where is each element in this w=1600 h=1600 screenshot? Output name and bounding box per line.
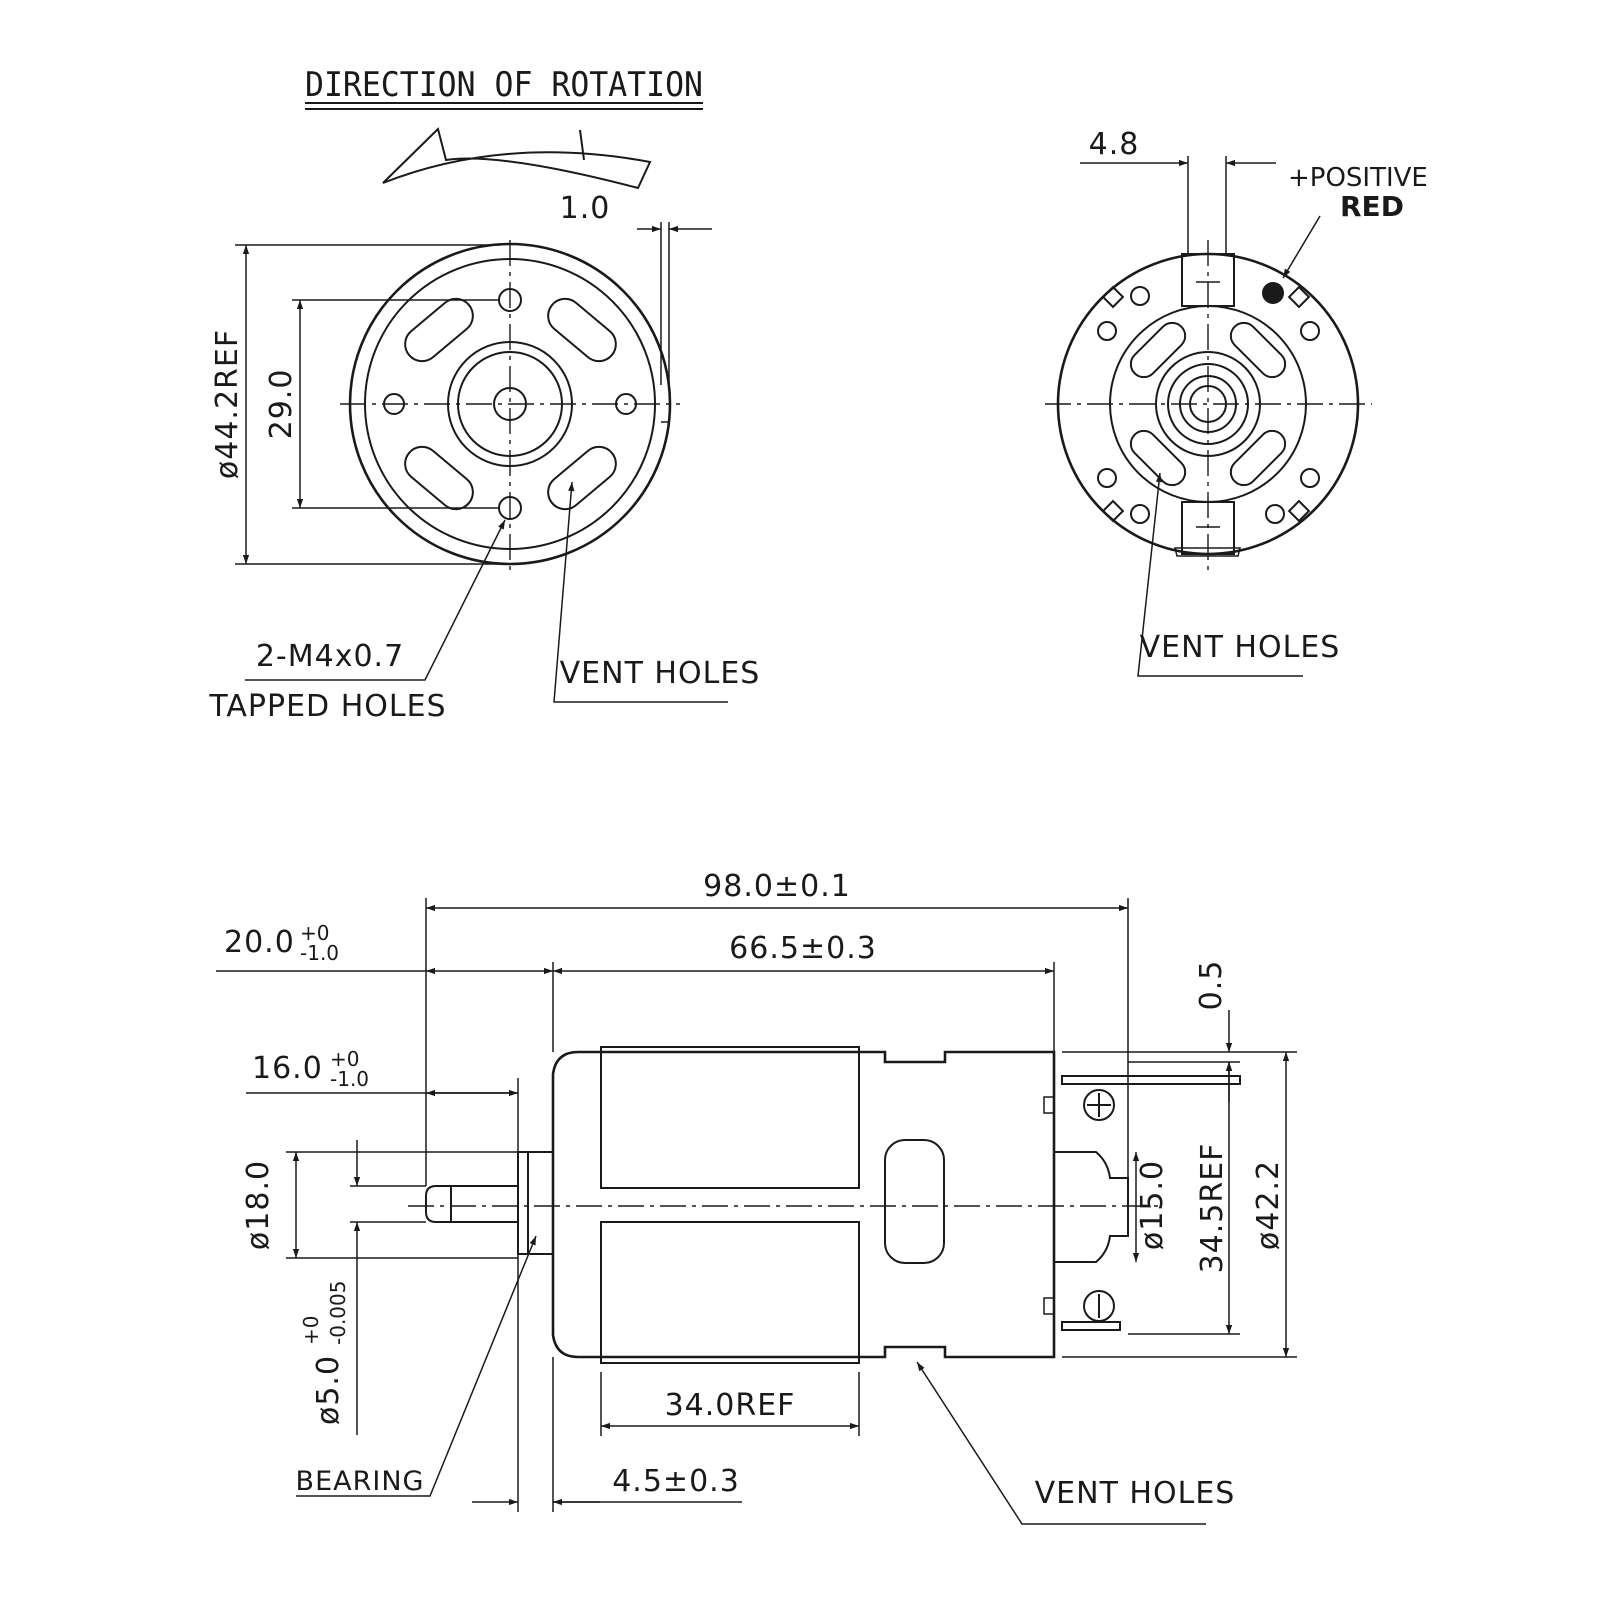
- dim-diameter-15: ø15.0: [1135, 1160, 1170, 1250]
- rear-terminals: [1181, 253, 1235, 555]
- front-vent-slots: [404, 297, 617, 511]
- dim-34-5-ref: 34.5REF: [1195, 1143, 1230, 1274]
- dim-16-tol-lower: -1.0: [330, 1067, 369, 1091]
- front-view: ø44.2REF 29.0 1.0 2-M4x0.7 TAPPED HOLES …: [208, 191, 761, 724]
- dim-34-ref: 34.0REF: [665, 1388, 796, 1423]
- rear-corner-notches: [1101, 285, 1311, 523]
- rear-vent-slots: [1129, 321, 1287, 487]
- dim-4-8: 4.8: [1089, 127, 1140, 162]
- positive-label: +POSITIVE: [1288, 163, 1428, 193]
- side-view: 98.0±0.1 20.0 +0 -1.0 66.5±0.3 16.0 +0 -…: [216, 869, 1297, 1525]
- dim-0-5: 0.5: [1194, 960, 1229, 1011]
- positive-terminal-symbol-icon: [1083, 1089, 1115, 1121]
- dim-shaft-diameter: ø5.0: [311, 1355, 346, 1425]
- dim-overall-length: 98.0±0.1: [703, 869, 851, 904]
- direction-of-rotation-title: DIRECTION OF ROTATION: [305, 65, 703, 105]
- bearing-label: BEARING: [296, 1466, 425, 1497]
- positive-terminal-marker-icon: [1262, 282, 1284, 304]
- rotation-indicator: DIRECTION OF ROTATION: [305, 65, 703, 190]
- tapped-holes-label: TAPPED HOLES: [208, 689, 446, 724]
- red-label: RED: [1340, 190, 1404, 223]
- dim-1-0: 1.0: [560, 191, 611, 226]
- dim-diameter-42-2: ø42.2: [1251, 1160, 1286, 1250]
- tapped-holes-thread-label: 2-M4x0.7: [256, 639, 404, 674]
- dim-20-tol-upper: +0: [300, 921, 329, 945]
- dim-16-tol-upper: +0: [330, 1047, 359, 1071]
- rear-small-holes: [1097, 286, 1320, 524]
- dim-body-length: 66.5±0.3: [729, 931, 877, 966]
- dim-shaft-tol-lower: -0.005: [326, 1281, 350, 1345]
- rear-view: 4.8 +POSITIVE RED VENT HOLES: [1045, 127, 1428, 677]
- rear-vent-holes-label: VENT HOLES: [1140, 630, 1341, 665]
- front-vent-holes-label: VENT HOLES: [560, 656, 761, 691]
- negative-terminal-symbol-icon: [1083, 1290, 1115, 1322]
- dim-4-5: 4.5±0.3: [612, 1464, 740, 1499]
- dim-29-0: 29.0: [264, 369, 299, 440]
- dim-shaft-tol-upper: +0: [299, 1316, 323, 1345]
- dim-20-0: 20.0: [224, 925, 295, 960]
- side-vent-holes-label: VENT HOLES: [1035, 1476, 1236, 1511]
- dim-diameter-44-2-ref: ø44.2REF: [210, 329, 245, 479]
- rotation-arrow-icon: [382, 127, 652, 190]
- dim-16-0: 16.0: [252, 1051, 323, 1086]
- dim-diameter-18: ø18.0: [241, 1160, 276, 1250]
- dim-20-tol-lower: -1.0: [300, 941, 339, 965]
